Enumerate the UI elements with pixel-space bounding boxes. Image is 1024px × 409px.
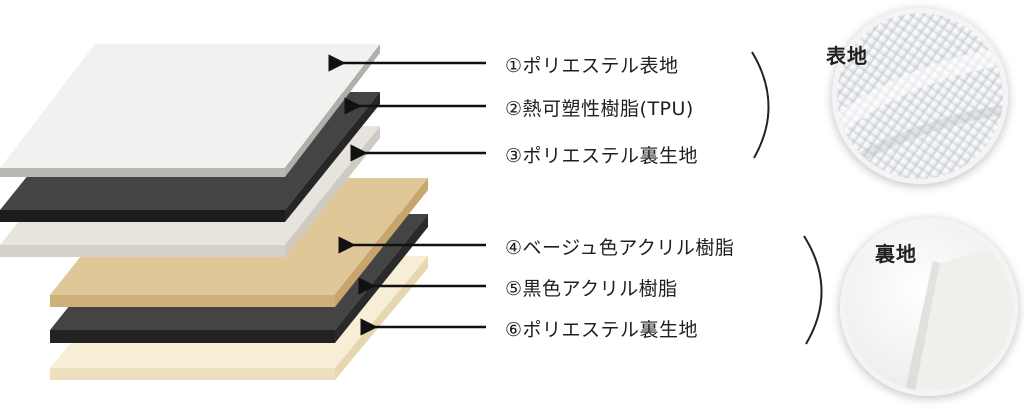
layer-6-label: ⑥ポリエステル裏生地 xyxy=(505,319,699,341)
layer-3-label: ③ポリエステル裏生地 xyxy=(505,145,699,167)
layer-2-label: ②熱可塑性樹脂(TPU) xyxy=(505,98,694,120)
front-fabric-label: 表地 xyxy=(826,44,868,68)
bracket-back-group xyxy=(803,235,823,345)
layer-5-label: ⑤黒色アクリル樹脂 xyxy=(505,278,678,300)
bracket-front-group xyxy=(751,51,770,159)
back-fabric-label: 裏地 xyxy=(875,242,917,266)
back-fabric-texture xyxy=(845,223,1013,391)
back-fabric-sample xyxy=(840,218,1018,396)
layer-1-label: ①ポリエステル表地 xyxy=(505,55,679,77)
layer-1-plate xyxy=(0,44,380,177)
front-fabric-sample xyxy=(832,8,1008,184)
layer-4-label: ④ベージュ色アクリル樹脂 xyxy=(505,237,735,259)
pointer-arrows xyxy=(328,54,486,336)
front-fabric-texture xyxy=(837,13,1003,179)
